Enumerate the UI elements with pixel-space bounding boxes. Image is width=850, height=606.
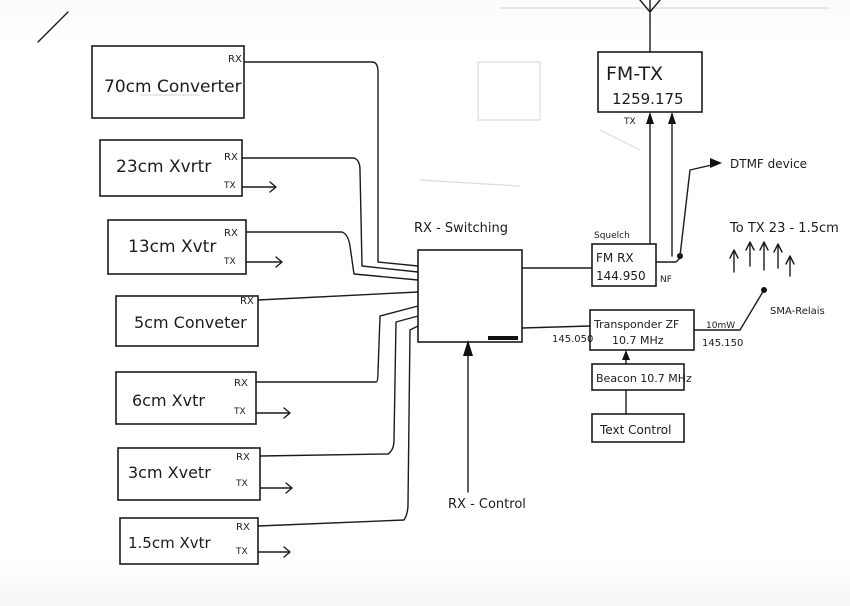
corner-mark	[37, 11, 69, 43]
sma-relais-label: SMA-Relais	[770, 306, 825, 317]
block-beacon-label: Beacon 10.7 MHz	[596, 372, 692, 385]
block-3cm-xvtr-box	[117, 447, 261, 501]
block-23cm-xvrtr: 23cm Xvrtr RX TX	[99, 139, 243, 197]
block-text-control: Text Control	[591, 413, 685, 443]
block-fm-rx-box	[591, 243, 657, 287]
beacon-arrow	[622, 350, 630, 360]
block-1-5cm-xvtr-rx: RX	[236, 522, 250, 533]
block-1-5cm-xvtr-box	[119, 517, 259, 565]
dtmf-branch: DTMF device	[679, 157, 807, 257]
block-5cm-converter-box	[115, 295, 259, 347]
block-text-control-label: Text Control	[599, 423, 671, 437]
block-fm-tx-title: FM-TX	[606, 63, 663, 85]
dtmf-label: DTMF device	[730, 157, 807, 171]
block-70cm-converter-label: 70cm Converter	[104, 77, 242, 97]
block-3cm-xvtr: 3cm Xvetr RX TX	[117, 447, 261, 501]
block-text-control-box	[591, 413, 685, 443]
block-fm-tx-tx: TX	[623, 117, 636, 127]
block-6cm-xvtr-rx: RX	[234, 378, 248, 389]
wire-switch-to-transponder	[521, 325, 591, 329]
block-3cm-xvtr-tx: TX	[235, 479, 248, 489]
block-1-5cm-xvtr: 1.5cm Xvtr RX TX	[119, 517, 259, 565]
block-3cm-xvtr-rx: RX	[236, 452, 250, 463]
block-fm-tx: FM-TX 1259.175 TX	[597, 0, 703, 127]
rx-control-label: RX - Control	[448, 497, 526, 512]
block-23cm-xvrtr-box	[99, 139, 243, 197]
block-13cm-xvtr-rx: RX	[224, 228, 238, 239]
block-rx-switching-label: RX - Switching	[414, 221, 508, 236]
block-fm-rx: FM RX 144.950 Squelch NF	[591, 231, 672, 287]
tx-stubs	[241, 181, 293, 558]
rx-input-wires	[241, 61, 419, 527]
tx-relais-section: To TX 23 - 1.5cm SMA-Relais	[729, 221, 839, 317]
block-fm-rx-squelch: Squelch	[594, 231, 630, 241]
block-13cm-xvtr: 13cm Xvtr RX TX	[107, 219, 247, 275]
block-transponder-title: Transponder ZF	[593, 318, 679, 331]
block-6cm-xvtr-label: 6cm Xvtr	[132, 391, 205, 410]
transponder-input-frequency: 145.050	[552, 334, 593, 345]
block-70cm-converter: 70cm Converter RX	[91, 45, 245, 119]
wire-transponder-to-relais	[693, 289, 765, 331]
block-transponder: Transponder ZF 10.7 MHz 145.050 145.150 …	[552, 309, 743, 351]
block-rx-switching-box	[417, 249, 523, 343]
block-6cm-xvtr-box	[115, 371, 257, 425]
block-1-5cm-xvtr-label: 1.5cm Xvtr	[128, 534, 212, 552]
block-23cm-xvrtr-label: 23cm Xvrtr	[116, 157, 211, 177]
block-70cm-converter-rx: RX	[228, 54, 242, 65]
block-beacon-box	[591, 363, 685, 391]
transponder-power: 10mW	[706, 321, 735, 331]
transponder-output-frequency: 145.150	[702, 338, 743, 349]
block-5cm-converter-label: 5cm Conveter	[134, 313, 247, 332]
block-13cm-xvtr-box	[107, 219, 247, 275]
relais-contact	[761, 287, 767, 293]
ghost-marks	[140, 7, 830, 187]
block-1-5cm-xvtr-tx: TX	[235, 547, 248, 557]
block-beacon: Beacon 10.7 MHz	[591, 363, 692, 391]
block-13cm-xvtr-tx: TX	[223, 257, 236, 267]
block-70cm-converter-box	[91, 45, 245, 119]
block-5cm-converter: 5cm Conveter RX	[115, 295, 259, 347]
block-transponder-frequency: 10.7 MHz	[612, 334, 664, 347]
block-23cm-xvrtr-tx: TX	[223, 181, 236, 191]
block-13cm-xvtr-label: 13cm Xvtr	[128, 237, 216, 257]
block-fm-rx-frequency: 144.950	[596, 269, 646, 283]
block-fm-rx-title: FM RX	[596, 251, 634, 265]
fm-control-wires	[646, 112, 683, 263]
fm-tx-antenna	[639, 0, 661, 53]
block-rx-switching: RX - Switching	[414, 221, 523, 343]
block-6cm-xvtr-tx: TX	[233, 407, 246, 417]
block-23cm-xvrtr-rx: RX	[224, 152, 238, 163]
block-6cm-xvtr: 6cm Xvtr RX TX	[115, 371, 257, 425]
to-tx-label: To TX 23 - 1.5cm	[729, 221, 839, 236]
block-3cm-xvtr-label: 3cm Xvetr	[128, 463, 211, 482]
block-5cm-converter-rx: RX	[240, 296, 254, 307]
block-fm-rx-nf: NF	[660, 275, 672, 285]
block-fm-tx-frequency: 1259.175	[612, 90, 684, 108]
rx-control: RX - Control	[448, 340, 526, 512]
